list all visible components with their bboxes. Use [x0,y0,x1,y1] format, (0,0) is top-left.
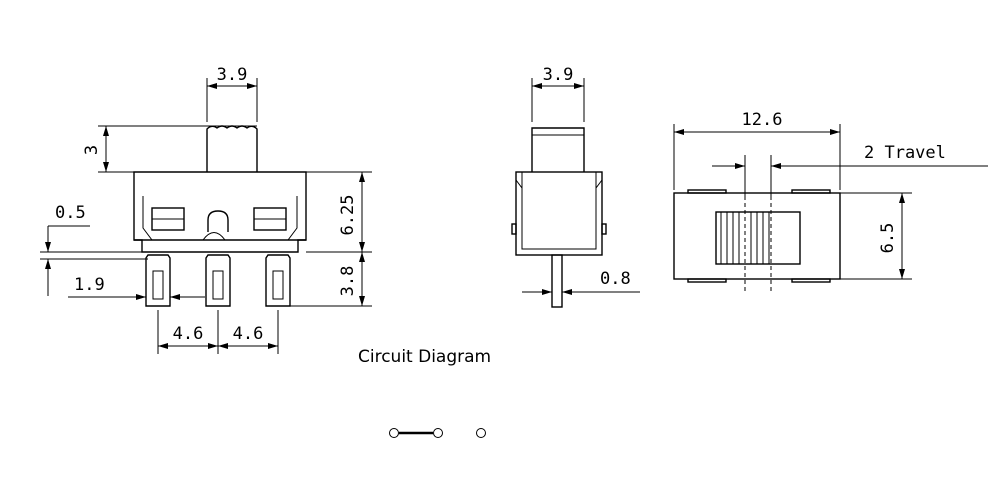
dim-front-pitch: 4.6 4.6 [157,310,279,354]
label-side-pin-thickness: 0.8 [600,269,631,289]
circuit-terminal-left [389,428,399,438]
dim-top-travel: 2 Travel [712,143,988,169]
front-body-cavity [142,196,298,241]
dim-front-actuator-width: 3.9 [206,65,258,122]
label-front-offset: 0.5 [55,203,86,223]
label-front-pin-offset: 1.9 [74,275,105,295]
label-front-actuator-width: 3.9 [217,65,248,85]
front-actuator [206,125,258,172]
dim-side-actuator-width: 3.9 [531,65,585,122]
front-view: 3.9 3 0.5 1.9 [40,65,372,354]
dim-front-pin-length: 3.8 [290,252,372,307]
top-slider-knob [715,211,801,265]
label-front-pin-length: 3.8 [338,266,358,297]
label-top-width: 6.5 [878,223,898,254]
dim-front-offset: 0.5 [40,203,148,296]
label-front-body-height: 6.25 [338,195,358,236]
label-front-pitch-left: 4.6 [173,324,204,344]
dim-top-length: 12.6 [673,110,841,190]
side-view: 3.9 0.8 [511,65,640,308]
front-pin-right [265,254,291,307]
circuit-title: Circuit Diagram [358,347,491,367]
circuit-terminal-right [476,428,486,438]
circuit-terminal-center [433,428,443,438]
label-top-travel: 2 Travel [864,143,946,163]
label-top-length: 12.6 [742,110,783,130]
dim-top-width: 6.5 [840,192,912,280]
front-pin-left [145,254,171,307]
label-front-actuator-height: 3 [82,145,102,155]
side-actuator [531,127,585,172]
front-center-arch [207,210,229,232]
dim-front-actuator-height: 3 [82,125,257,173]
dim-front-pin-offset: 1.9 [68,275,205,300]
front-pin-center [205,254,231,307]
top-view: 12.6 2 Travel 6.5 [673,110,988,294]
circuit-diagram: Circuit Diagram [358,347,491,438]
side-body [515,171,603,256]
top-body [673,192,841,280]
dim-front-body-height: 6.25 [306,171,372,253]
side-pin [551,254,563,308]
label-side-actuator-width: 3.9 [543,65,574,85]
dim-side-pin-thickness: 0.8 [522,269,640,295]
label-front-pitch-right: 4.6 [233,324,264,344]
